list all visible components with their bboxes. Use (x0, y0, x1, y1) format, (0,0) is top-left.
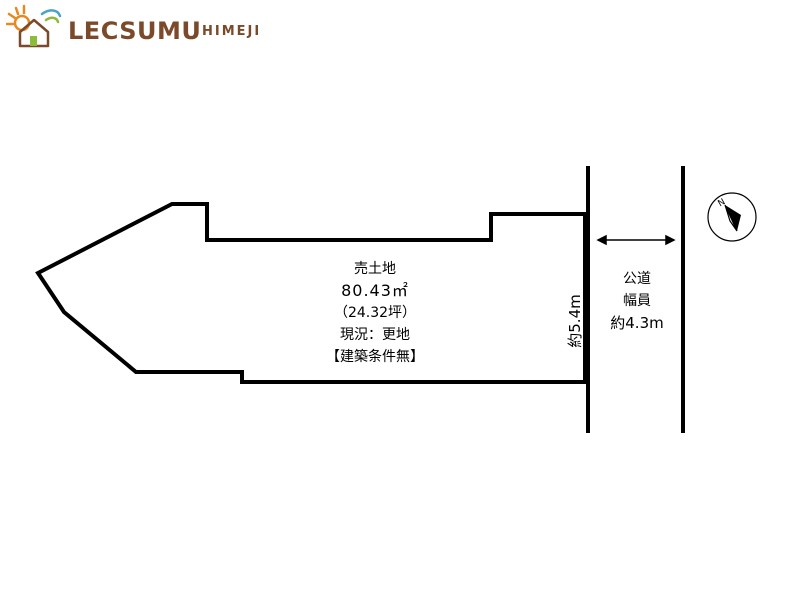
frontage-dimension: 約5.4m (566, 294, 584, 348)
brand-name: LECSUMU (68, 17, 202, 45)
north-arrow-icon: N (707, 192, 757, 242)
brand-logo: LECSUMU HIMEJI (6, 4, 266, 50)
road-type: 公道 (623, 271, 651, 287)
plot-use: 売土地 (354, 261, 396, 277)
road-width: 約4.3m (610, 314, 664, 332)
brand-subtitle: HIMEJI (202, 24, 262, 39)
double-arrow-icon (596, 234, 676, 246)
road-info: 公道 幅員 約4.3m (592, 268, 682, 334)
road-width-label: 幅員 (623, 293, 651, 309)
plot-condition: 【建築条件無】 (326, 349, 424, 365)
plot-area-tsubo: （24.32坪） (333, 305, 417, 321)
plot-info: 売土地 80.43㎡ （24.32坪） 現況：更地 【建築条件無】 (300, 258, 450, 368)
logo-house-icon (6, 4, 62, 48)
sun-icon (6, 4, 26, 26)
compass-north-label: N (717, 197, 728, 209)
plot-area-sqm: 80.43㎡ (341, 281, 409, 300)
plot-status: 現況：更地 (340, 327, 410, 343)
lot-boundary (35, 202, 587, 384)
